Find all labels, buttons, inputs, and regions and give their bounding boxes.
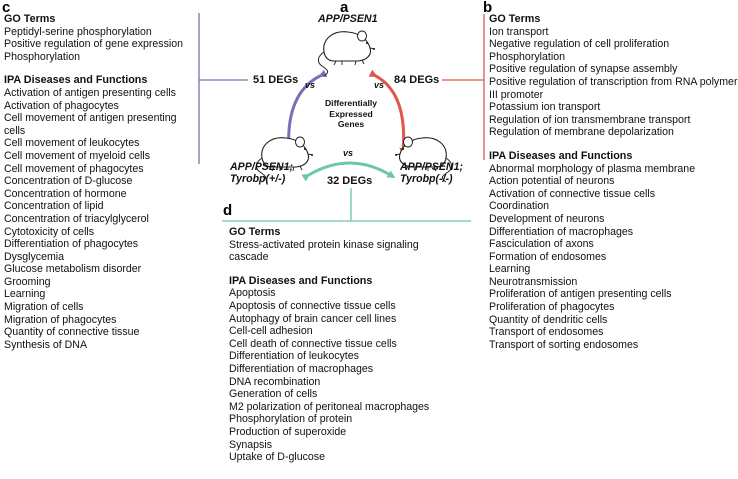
panel-b-go-term: Phosphorylation [489, 50, 565, 63]
panel-d-ipa-term: Apoptosis [229, 287, 276, 300]
panel-d-go-term: Stress-activated protein kinase signalin… [229, 238, 419, 251]
panel-d-ipa-term: Production of superoxide [229, 425, 347, 438]
panel-b-go-term: III promoter [489, 88, 544, 101]
panel-d-ipa-term: Cell death of connective tissue cells [229, 337, 397, 350]
panel-c-go-term: Peptidyl-serine phosphorylation [4, 25, 152, 38]
panel-c-ipa-term: Synthesis of DNA [4, 338, 88, 351]
panel-c-list: GO Terms Peptidyl-serine phosphorylation… [4, 13, 183, 351]
panel-c-ipa-term: Quantity of connective tissue [4, 326, 140, 339]
panel-c-ipa-term: cells [4, 124, 26, 137]
panel-c-go-term: Phosphorylation [4, 50, 80, 63]
panel-b-go-term: Ion transport [489, 25, 549, 38]
degs-left-label: 51 DEGs [253, 74, 299, 86]
panel-b-ipa-term: Proliferation of phagocytes [489, 301, 615, 314]
panel-c-ipa-term: Concentration of hormone [4, 187, 127, 200]
panel-b-go-term: Regulation of ion transmembrane transpor… [489, 113, 691, 126]
panel-c-ipa-term: Cell movement of leukocytes [4, 137, 140, 150]
panel-d-ipa-term: DNA recombination [229, 375, 321, 388]
right-mouse-label-line2: Tyrobp(-/-) [400, 173, 453, 185]
vs-left-label: vs [305, 80, 316, 90]
left-mouse-label-line2: Tyrobp(+/-) [230, 173, 286, 185]
vs-bottom-label: vs [343, 148, 354, 158]
panel-d-go-heading: GO Terms [229, 226, 281, 238]
panel-c-ipa-term: Cell movement of myeloid cells [4, 149, 151, 162]
panel-b-go-term: Negative regulation of cell proliferatio… [489, 38, 670, 51]
panel-b-ipa-term: Quantity of dendritic cells [489, 313, 608, 326]
panel-c-ipa-term: Glucose metabolism disorder [4, 263, 142, 276]
panel-d-ipa-term: Cell-cell adhesion [229, 325, 313, 338]
panel-c-ipa-term: Concentration of lipid [4, 200, 104, 213]
panel-b-go-term: Regulation of membrane depolarization [489, 126, 674, 139]
right-mouse-label: APP/PSEN1; Tyrobp(-/-) [400, 161, 463, 185]
panel-c-ipa-heading: IPA Diseases and Functions [4, 74, 148, 87]
panel-b-go-term: Positive regulation of transcription fro… [489, 75, 738, 88]
panel-c-ipa-term: Activation of antigen presenting cells [4, 86, 176, 99]
vs-right-label: vs [374, 80, 385, 90]
panel-d-ipa-term: Phosphorylation of protein [229, 413, 353, 426]
panel-c-ipa-term: Migration of cells [4, 301, 84, 314]
mouse-icon-top [317, 30, 376, 77]
panel-d-ipa-term: Apoptosis of connective tissue cells [229, 299, 396, 312]
panel-c-go-term: Positive regulation of gene expression [4, 38, 184, 51]
center-label-line1: Differentially [324, 98, 378, 108]
panel-c-ipa-term: Concentration of triacylglycerol [4, 212, 149, 225]
degs-bottom-label: 32 DEGs [327, 175, 373, 187]
panel-b-ipa-term: Differentiation of macrophages [489, 225, 634, 238]
panel-c-ipa-term: Migration of phagocytes [4, 313, 117, 326]
panel-letter-d: d [223, 202, 233, 219]
panel-d-list: GO Terms Stress-activated protein kinase… [229, 226, 429, 464]
panel-c-ipa-term: Grooming [4, 275, 51, 288]
panel-b-ipa-term: Abnormal morphology of plasma membrane [489, 162, 696, 175]
panel-b-ipa-term: Fasciculation of axons [489, 238, 594, 251]
panel-b-ipa-term: Proliferation of antigen presenting cell… [489, 288, 672, 301]
panel-b-go-term: Positive regulation of synapse assembly [489, 63, 678, 76]
top-mouse-label: APP/PSEN1 [318, 13, 378, 25]
arrow-left-right [301, 161, 396, 182]
panel-b-ipa-term: Transport of endosomes [489, 326, 604, 339]
panel-b-ipa-term: Action potential of neurons [489, 175, 615, 188]
panel-letter-c: c [2, 0, 11, 16]
panel-b-ipa-term: Coordination [489, 200, 550, 213]
panel-c-ipa-term: Cell movement of phagocytes [4, 162, 144, 175]
panel-d-ipa-heading: IPA Diseases and Functions [229, 274, 373, 287]
panel-d-ipa-term: Differentiation of leukocytes [229, 350, 359, 363]
panel-d-ipa-term: Differentiation of macrophages [229, 362, 374, 375]
center-label: Differentially Expressed Genes [311, 98, 391, 130]
panel-b-go-term: Potassium ion transport [489, 101, 601, 114]
panel-d-ipa-term: Generation of cells [229, 388, 318, 401]
panel-d-ipa-term: Autophagy of brain cancer cell lines [229, 312, 397, 325]
panel-d-ipa-term: Synapsis [229, 438, 272, 451]
panel-d-ipa-term: Uptake of D-glucose [229, 451, 325, 464]
left-mouse-label: APP/PSEN1; Tyrobp(+/-) [230, 161, 293, 185]
panel-c-ipa-term: Activation of phagocytes [4, 99, 119, 112]
panel-d-go-term: cascade [229, 251, 269, 264]
panel-letter-b: b [483, 0, 493, 16]
panel-c-ipa-term: Concentration of D-glucose [4, 175, 133, 188]
panel-b-ipa-term: Development of neurons [489, 212, 605, 225]
panel-b-ipa-term: Learning [489, 263, 531, 276]
panel-b-ipa-heading: IPA Diseases and Functions [489, 149, 633, 162]
panel-c-ipa-term: Cell movement of antigen presenting [4, 112, 177, 125]
left-mouse-label-line1: APP/PSEN1; [230, 161, 293, 173]
panel-b-ipa-term: Neurotransmission [489, 275, 578, 288]
panel-b-go-heading: GO Terms [489, 13, 541, 25]
panel-letter-a: a [340, 0, 349, 16]
panel-b-ipa-term: Formation of endosomes [489, 250, 607, 263]
panel-c-ipa-term: Dysglycemia [4, 250, 65, 263]
panel-b-ipa-term: Activation of connective tissue cells [489, 187, 656, 200]
panel-c-go-heading: GO Terms [4, 13, 56, 25]
panel-b-list: GO Terms Ion transport Negative regulati… [489, 13, 738, 351]
panel-c-ipa-term: Cytotoxicity of cells [4, 225, 95, 238]
panel-c-ipa-term: Learning [4, 288, 46, 301]
panel-d-ipa-term: M2 polarization of peritoneal macrophage… [229, 400, 430, 413]
center-label-line3: Genes [337, 119, 365, 129]
panel-b-ipa-term: Transport of sorting endosomes [489, 338, 639, 351]
panel-c-ipa-term: Differentiation of phagocytes [4, 238, 139, 251]
degs-right-label: 84 DEGs [394, 74, 440, 86]
right-mouse-label-line1: APP/PSEN1; [400, 161, 463, 173]
center-label-line2: Expressed [329, 108, 373, 119]
